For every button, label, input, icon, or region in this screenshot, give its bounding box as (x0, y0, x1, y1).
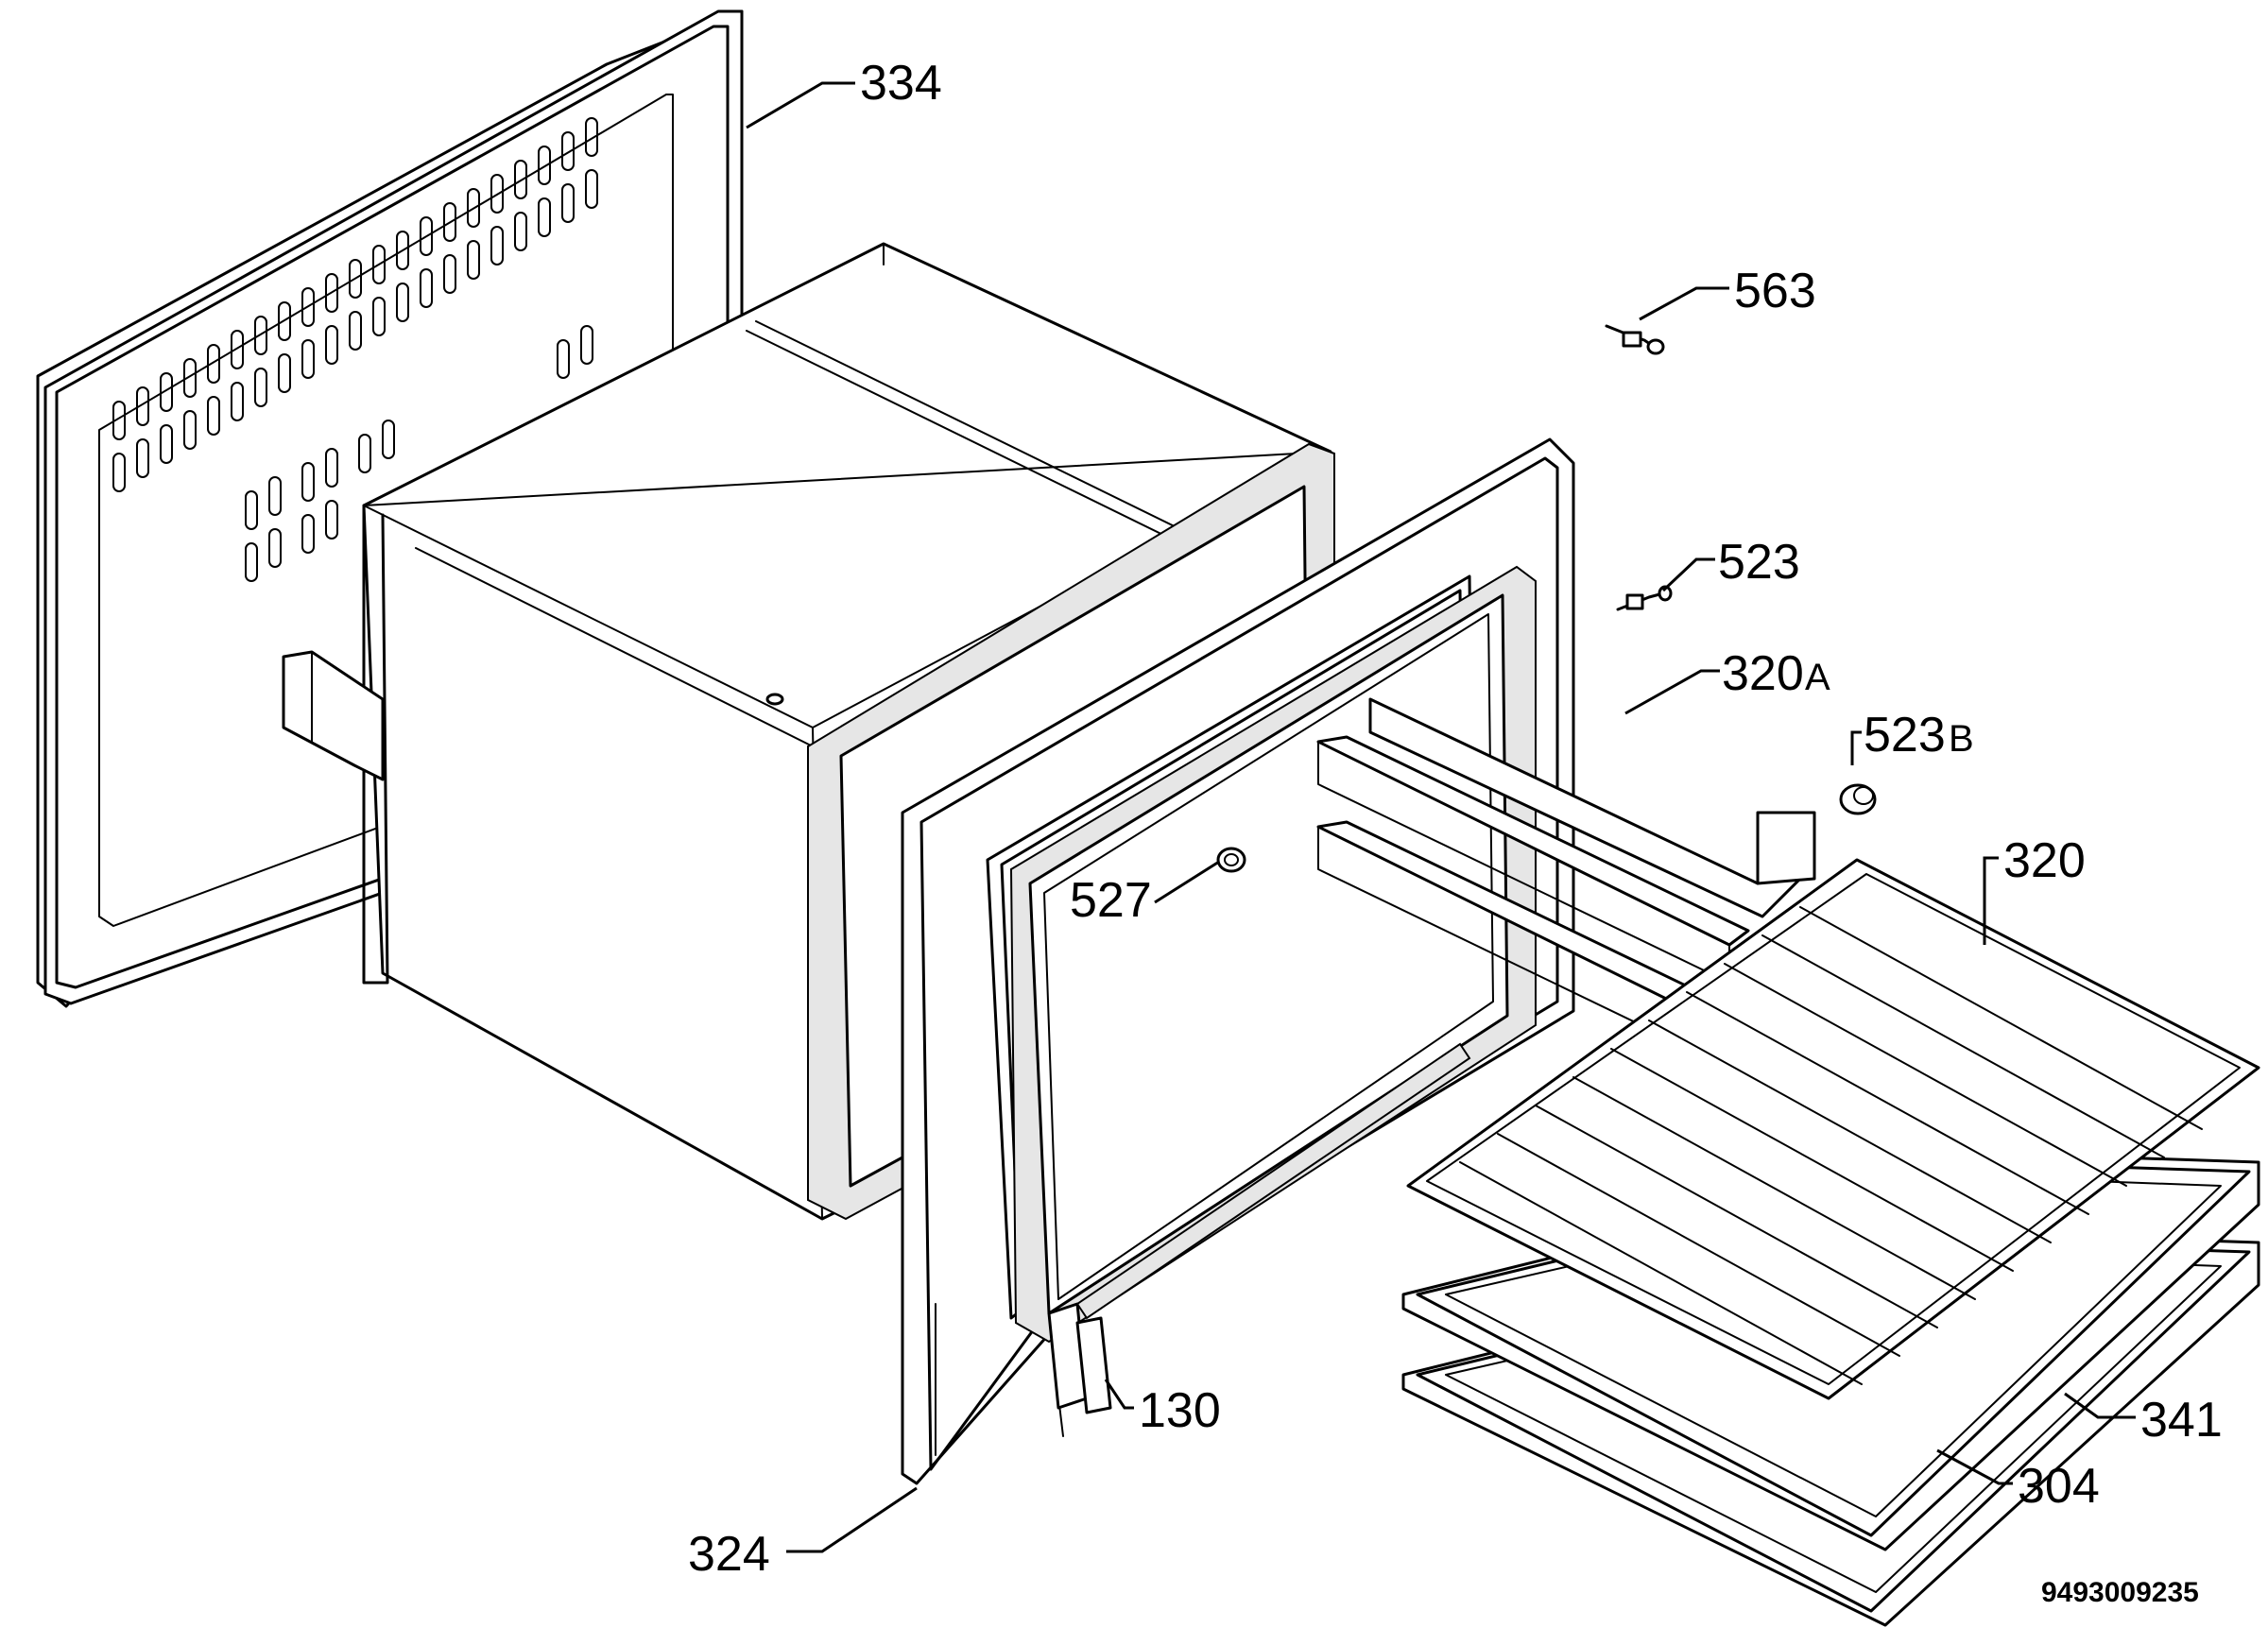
callout-334: 334 (860, 56, 942, 111)
wire-shelf-320 (1406, 858, 2260, 1400)
callout-304: 304 (2018, 1459, 2100, 1514)
callout-320a-number: 320 (1722, 646, 1804, 701)
callout-341: 341 (2140, 1393, 2223, 1448)
document-number: 9493009235 (2041, 1577, 2199, 1608)
callout-563: 563 (1734, 264, 1816, 318)
callout-523b-number: 523 (1864, 708, 1946, 763)
front-strip-130 (1047, 1042, 1471, 1414)
leader-lines (746, 81, 2136, 1553)
vent-slots (112, 117, 598, 582)
callout-labels: 334 563 523 320 A 523 B 320 527 130 341 … (688, 56, 2223, 1608)
callout-527: 527 (1070, 873, 1152, 928)
screw-563 (1605, 324, 1665, 355)
screw-523 (1616, 585, 1673, 611)
knob-527 (1216, 847, 1246, 873)
callout-324: 324 (688, 1527, 770, 1582)
callout-320a-suffix: A (1805, 657, 1830, 698)
callout-320: 320 (2003, 833, 2086, 888)
callout-523b-suffix: B (1949, 718, 1974, 760)
callout-523: 523 (1718, 535, 1800, 590)
callout-130: 130 (1139, 1383, 1221, 1438)
nut-523b (1839, 783, 1877, 815)
